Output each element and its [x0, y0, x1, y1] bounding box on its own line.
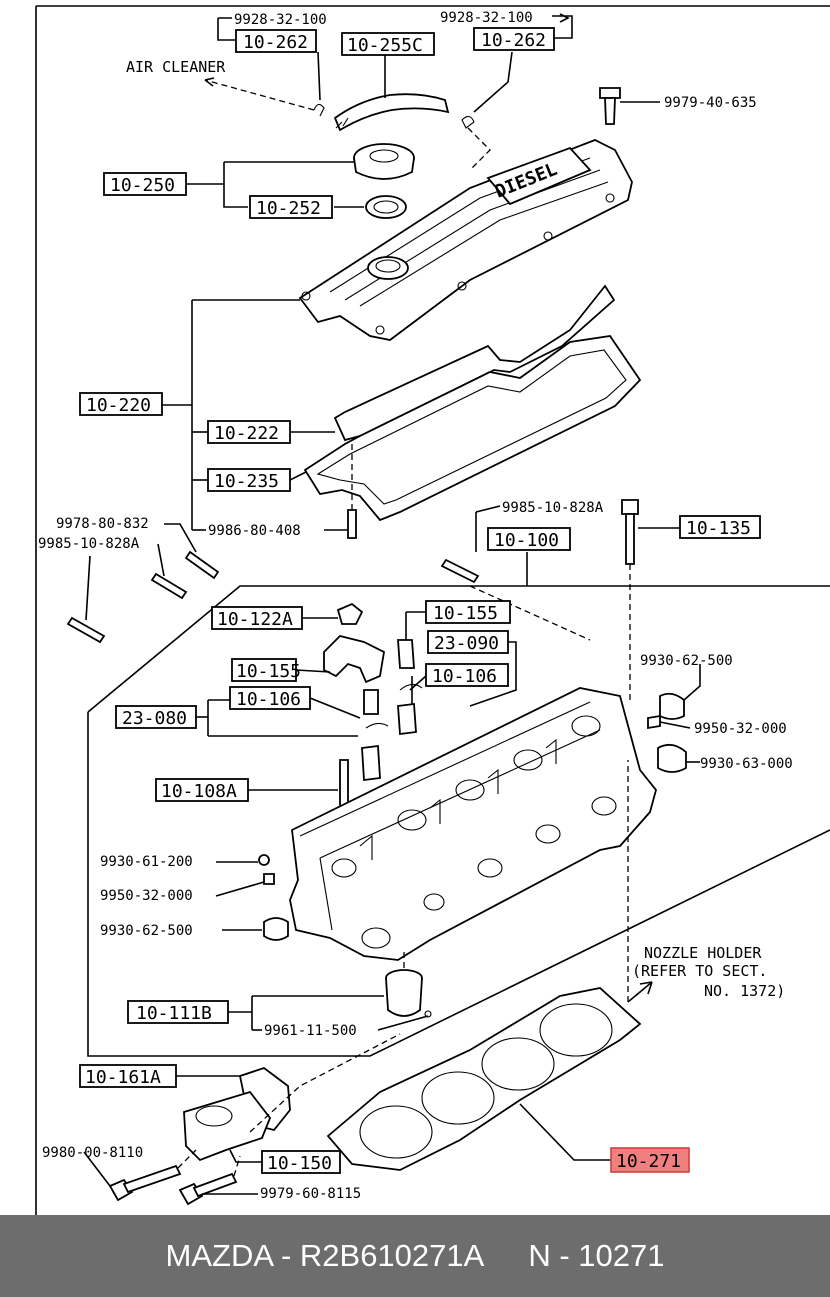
parts-diagram: DIESEL [35, 5, 830, 1215]
callout-10-122a: 10-122A [211, 606, 303, 630]
callout-10-250: 10-250 [103, 172, 187, 196]
svg-text:10-106: 10-106 [432, 666, 497, 687]
callout-10-108a: 10-108A [155, 778, 249, 802]
footer-section: N - 10271 [528, 1238, 665, 1273]
cylinder-head [289, 687, 657, 961]
label-9930-61-200: 9930-61-200 [100, 854, 193, 870]
callout-10-155-upper: 10-155 [425, 600, 511, 624]
callout-10-222: 10-222 [207, 420, 291, 444]
plugs-left [258, 854, 289, 941]
label-9985-10-828a-right: 9985-10-828A [502, 500, 604, 516]
valve-seal-10-155 [363, 639, 415, 715]
svg-text:10-155: 10-155 [433, 603, 498, 624]
callout-10-235: 10-235 [207, 468, 291, 492]
cap-bracket [323, 635, 385, 684]
svg-text:10-161A: 10-161A [85, 1067, 161, 1088]
label-air-cleaner: AIR CLEANER [126, 58, 226, 76]
breather-hose-10-255c [333, 93, 450, 132]
head-gasket-10-271 [326, 987, 642, 1171]
callout-10-262-left: 10-262 [235, 29, 317, 53]
callout-10-150: 10-150 [261, 1150, 341, 1174]
label-9980-00-8110: 9980-00-8110 [42, 1145, 143, 1161]
svg-text:10-150: 10-150 [267, 1153, 332, 1174]
svg-text:10-220: 10-220 [86, 395, 151, 416]
label-9979-60-8115: 9979-60-8115 [260, 1186, 361, 1202]
label-9930-62-500-left: 9930-62-500 [100, 923, 193, 939]
callout-10-106-upper: 10-106 [425, 663, 509, 687]
label-9950-32-000-left: 9950-32-000 [100, 888, 193, 904]
tappet [361, 702, 417, 782]
svg-text:10-262: 10-262 [243, 32, 308, 53]
label-9930-62-500-right: 9930-62-500 [640, 653, 733, 669]
bolt-10-135 [621, 499, 639, 565]
stud-9986 [347, 509, 357, 539]
oil-filler-cap [353, 143, 415, 180]
bolt-9979-40-635 [599, 87, 621, 125]
callout-23-080: 23-080 [115, 705, 197, 729]
svg-text:10-155: 10-155 [236, 661, 301, 682]
label-no-1372: NO. 1372) [704, 982, 785, 1000]
label-9986-80-408: 9986-80-408 [208, 523, 301, 539]
clip-left [313, 103, 325, 117]
label-refer-to-sect: (REFER TO SECT. [632, 962, 767, 980]
plugs-right [647, 692, 687, 773]
svg-text:10-252: 10-252 [256, 198, 321, 219]
footer-part-number: MAZDA - R2B610271A [165, 1238, 485, 1273]
label-9928-32-100-right: 9928-32-100 [440, 10, 533, 26]
svg-text:10-235: 10-235 [214, 471, 279, 492]
rocker-cover: DIESEL [298, 139, 633, 341]
svg-text:10-108A: 10-108A [161, 781, 237, 802]
svg-text:10-255C: 10-255C [347, 35, 423, 56]
stud-center [440, 558, 480, 584]
svg-text:10-111B: 10-111B [136, 1003, 212, 1024]
label-9928-32-100-left: 9928-32-100 [234, 12, 327, 28]
svg-text:10-122A: 10-122A [217, 609, 293, 630]
svg-text:10-106: 10-106 [236, 689, 301, 710]
label-9978-80-832: 9978-80-832 [56, 516, 149, 532]
stud-10-108a [339, 759, 349, 807]
callout-10-255c: 10-255C [341, 32, 435, 56]
svg-text:10-135: 10-135 [686, 518, 751, 539]
callout-10-100: 10-100 [487, 527, 571, 551]
svg-text:10-262: 10-262 [481, 30, 546, 51]
label-9930-63-000: 9930-63-000 [700, 756, 793, 772]
callout-10-111b: 10-111B [127, 1000, 229, 1024]
filler-gasket [365, 195, 407, 219]
insert-10-111b [385, 969, 432, 1018]
svg-text:23-090: 23-090 [434, 633, 499, 654]
svg-text:10-100: 10-100 [494, 530, 559, 551]
callout-10-252: 10-252 [249, 195, 333, 219]
label-9950-32-000-right: 9950-32-000 [694, 721, 787, 737]
label-9985-10-828a-left: 9985-10-828A [38, 536, 140, 552]
studs-left [66, 550, 220, 644]
callout-10-220: 10-220 [79, 392, 163, 416]
gasket-10-235 [303, 335, 642, 522]
label-9961-11-500: 9961-11-500 [264, 1023, 357, 1039]
svg-text:23-080: 23-080 [122, 708, 187, 729]
callout-23-090: 23-090 [427, 630, 509, 654]
bolt-9979-60-8115 [178, 1172, 238, 1206]
callout-10-135: 10-135 [679, 515, 761, 539]
footer-bar: MAZDA - R2B610271A N - 10271 [0, 1215, 830, 1297]
label-9979-40-635: 9979-40-635 [664, 95, 757, 111]
nut-10-122a [336, 602, 364, 625]
svg-text:10-222: 10-222 [214, 423, 279, 444]
callout-10-106-lower: 10-106 [229, 686, 311, 710]
svg-text:10-271: 10-271 [616, 1151, 681, 1172]
callout-10-161a: 10-161A [79, 1064, 177, 1088]
callout-10-262-right: 10-262 [473, 27, 555, 51]
bolt-9980-00-8110 [108, 1164, 182, 1202]
clip-right [461, 115, 475, 129]
callout-10-271: 10-271 [610, 1147, 690, 1173]
water-outlet-10-161a [183, 1066, 291, 1162]
svg-text:10-250: 10-250 [110, 175, 175, 196]
label-nozzle-holder: NOZZLE HOLDER [644, 944, 762, 962]
callout-10-155-lower: 10-155 [231, 658, 301, 682]
